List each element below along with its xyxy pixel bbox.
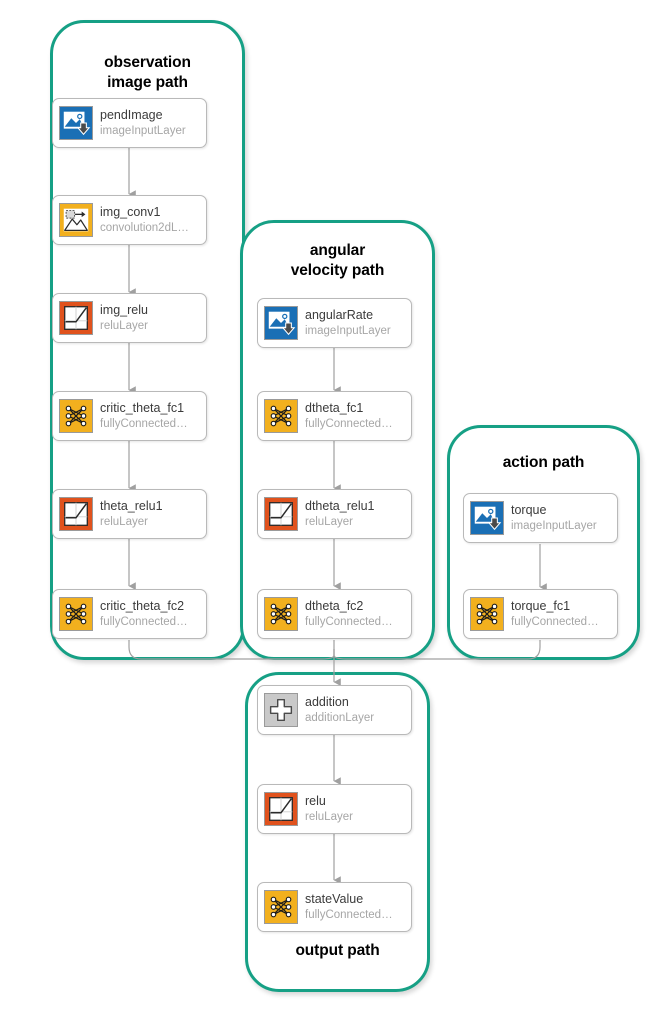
layer-node-critic_theta_fc1[interactable]: critic_theta_fc1 fullyConnected… <box>52 391 207 441</box>
layer-text: angularRate imageInputLayer <box>305 308 391 337</box>
group-title-line1: observation <box>104 54 191 71</box>
layer-name: theta_relu1 <box>100 499 163 514</box>
layer-name: relu <box>305 794 326 809</box>
layer-text: torque_fc1 fullyConnected… <box>511 599 599 628</box>
layer-name: critic_theta_fc1 <box>100 401 185 416</box>
layer-text: stateValue fullyConnected… <box>305 892 393 921</box>
layer-type: imageInputLayer <box>305 324 391 337</box>
convolution-icon <box>59 203 93 237</box>
layer-type: reluLayer <box>100 319 148 332</box>
layer-text: torque imageInputLayer <box>511 503 597 532</box>
layer-name: dtheta_fc2 <box>305 599 364 614</box>
layer-name: stateValue <box>305 892 364 907</box>
layer-name: critic_theta_fc2 <box>100 599 185 614</box>
layer-text: dtheta_relu1 reluLayer <box>305 499 375 528</box>
image-input-icon <box>264 306 298 340</box>
layer-node-dtheta_fc2[interactable]: dtheta_fc2 fullyConnected… <box>257 589 412 639</box>
group-title-output-path: output path <box>248 941 427 961</box>
layer-name: torque <box>511 503 547 518</box>
layer-node-dtheta_fc1[interactable]: dtheta_fc1 fullyConnected… <box>257 391 412 441</box>
layer-node-pendImage[interactable]: pendImage imageInputLayer <box>52 98 207 148</box>
layer-text: critic_theta_fc2 fullyConnected… <box>100 599 188 628</box>
group-title-action-path: action path <box>450 453 637 473</box>
fully-connected-icon <box>264 890 298 924</box>
group-title-line1: action path <box>502 454 585 471</box>
layer-node-torque_fc1[interactable]: torque_fc1 fullyConnected… <box>463 589 618 639</box>
relu-icon <box>59 497 93 531</box>
layer-node-img_conv1[interactable]: img_conv1 convolution2dL… <box>52 195 207 245</box>
layer-text: img_conv1 convolution2dL… <box>100 205 189 234</box>
fully-connected-icon <box>264 597 298 631</box>
layer-text: relu reluLayer <box>305 794 353 823</box>
image-input-icon <box>470 501 504 535</box>
layer-node-critic_theta_fc2[interactable]: critic_theta_fc2 fullyConnected… <box>52 589 207 639</box>
layer-type: fullyConnected… <box>100 615 188 628</box>
layer-type: imageInputLayer <box>511 519 597 532</box>
layer-type: fullyConnected… <box>305 417 393 430</box>
layer-node-torque[interactable]: torque imageInputLayer <box>463 493 618 543</box>
layer-node-stateValue[interactable]: stateValue fullyConnected… <box>257 882 412 932</box>
layer-type: reluLayer <box>100 515 148 528</box>
layer-type: fullyConnected… <box>511 615 599 628</box>
layer-type: additionLayer <box>305 711 375 724</box>
layer-name: img_relu <box>100 303 148 318</box>
layer-type: imageInputLayer <box>100 124 186 137</box>
layer-name: addition <box>305 695 349 710</box>
relu-icon <box>264 497 298 531</box>
layer-name: dtheta_fc1 <box>305 401 364 416</box>
group-title-line2: velocity path <box>290 262 385 280</box>
layer-name: angularRate <box>305 308 374 323</box>
layer-name: pendImage <box>100 108 163 123</box>
image-input-icon <box>59 106 93 140</box>
fully-connected-icon <box>470 597 504 631</box>
fully-connected-icon <box>59 399 93 433</box>
layer-text: dtheta_fc2 fullyConnected… <box>305 599 393 628</box>
layer-name: img_conv1 <box>100 205 161 220</box>
relu-icon <box>264 792 298 826</box>
fully-connected-icon <box>264 399 298 433</box>
layer-text: pendImage imageInputLayer <box>100 108 186 137</box>
layer-text: theta_relu1 reluLayer <box>100 499 163 528</box>
layer-text: addition additionLayer <box>305 695 374 724</box>
layer-node-angularRate[interactable]: angularRate imageInputLayer <box>257 298 412 348</box>
layer-node-theta_relu1[interactable]: theta_relu1 reluLayer <box>52 489 207 539</box>
layer-type: fullyConnected… <box>305 615 393 628</box>
layer-text: dtheta_fc1 fullyConnected… <box>305 401 393 430</box>
group-title-angular-velocity-path: angular velocity path <box>243 241 432 282</box>
layer-text: critic_theta_fc1 fullyConnected… <box>100 401 188 430</box>
layer-node-relu[interactable]: relu reluLayer <box>257 784 412 834</box>
group-title-line1: angular <box>309 242 366 259</box>
layer-type: fullyConnected… <box>305 908 393 921</box>
layer-type: reluLayer <box>305 515 353 528</box>
group-title-line1: output path <box>295 942 380 959</box>
layer-name: torque_fc1 <box>511 599 571 614</box>
layer-type: convolution2dL… <box>100 221 189 234</box>
group-title-observation-image-path: observation image path <box>53 53 242 94</box>
layer-type: reluLayer <box>305 810 353 823</box>
group-title-line2: image path <box>107 74 188 92</box>
addition-icon <box>264 693 298 727</box>
relu-icon <box>59 301 93 335</box>
layer-text: img_relu reluLayer <box>100 303 148 332</box>
fully-connected-icon <box>59 597 93 631</box>
layer-name: dtheta_relu1 <box>305 499 375 514</box>
layer-node-addition[interactable]: addition additionLayer <box>257 685 412 735</box>
layer-node-img_relu[interactable]: img_relu reluLayer <box>52 293 207 343</box>
layer-node-dtheta_relu1[interactable]: dtheta_relu1 reluLayer <box>257 489 412 539</box>
layer-type: fullyConnected… <box>100 417 188 430</box>
